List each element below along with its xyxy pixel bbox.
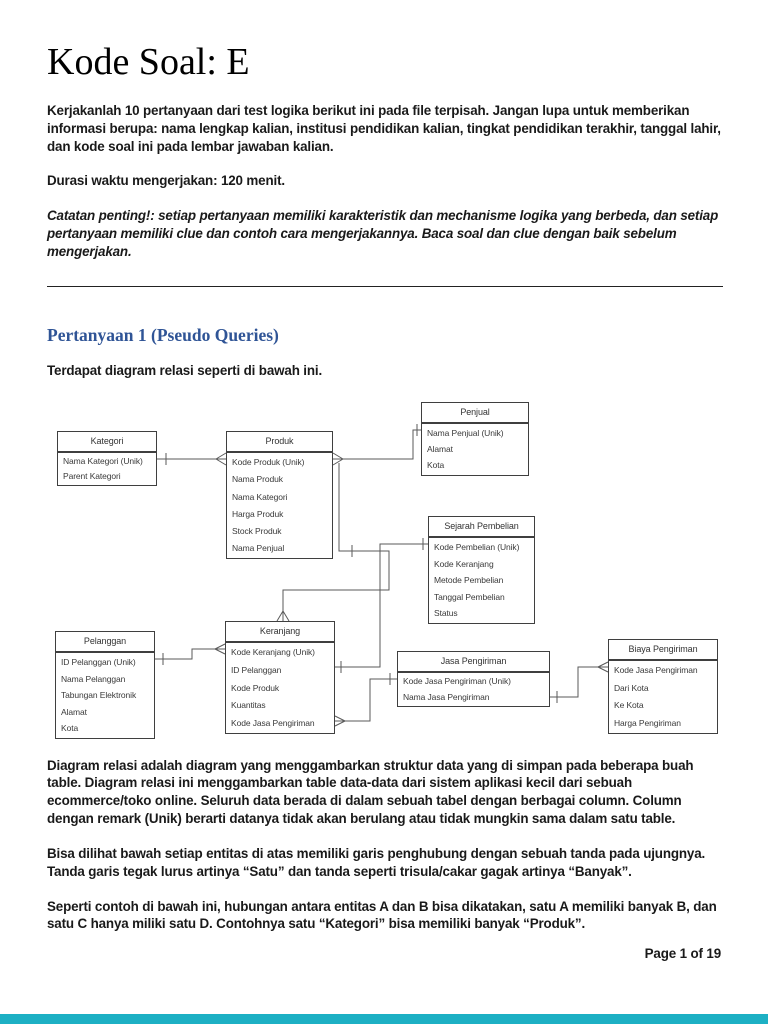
- page-number-label: Page 1 of 19: [644, 946, 722, 961]
- entity-title-jasa-pengiriman: Jasa Pengiriman: [398, 652, 549, 673]
- entity-field: Kode Jasa Pengiriman: [614, 665, 698, 676]
- entity-field: Kota: [61, 723, 79, 734]
- entity-field: Nama Produk: [232, 474, 283, 485]
- horizontal-separator: [47, 285, 723, 287]
- entity-field: Kode Keranjang: [434, 558, 494, 569]
- entity-field: ID Pelanggan (Unik): [61, 656, 136, 667]
- entity-field: Ke Kota: [614, 700, 644, 711]
- entity-field: Nama Kategori: [232, 491, 288, 502]
- entity-field: Stock Produk: [232, 525, 282, 536]
- section-heading: Pertanyaan 1 (Pseudo Queries): [47, 324, 279, 345]
- entity-pelanggan: Pelanggan ID Pelanggan (Unik) Nama Pelangg…: [55, 630, 155, 739]
- entity-title-keranjang: Keranjang: [226, 622, 334, 643]
- entity-field: Kode Keranjang (Unik): [231, 647, 315, 658]
- bottom-progress-bar: [0, 1014, 768, 1024]
- cardinality-explanation-paragraph: Bisa dilihat bawah setiap entitas di ata…: [47, 845, 706, 879]
- entity-field: Kode Produk: [231, 682, 280, 693]
- entity-field: Harga Produk: [232, 508, 284, 519]
- entity-title-pelanggan: Pelanggan: [56, 632, 154, 653]
- entity-field: Alamat: [427, 444, 453, 455]
- entity-title-kategori: Kategori: [58, 432, 156, 453]
- entity-field: Kode Jasa Pengiriman (Unik): [403, 676, 511, 687]
- entity-field: Parent Kategori: [63, 471, 121, 482]
- diagram-lead-paragraph: Terdapat diagram relasi seperti di bawah…: [47, 362, 323, 378]
- entity-field: Dari Kota: [614, 682, 649, 693]
- document-content: Kode Soal: E Kerjakanlah 10 pertanyaan d…: [0, 41, 768, 932]
- entity-fields-kategori: Nama Kategori (Unik) Parent Kategori: [58, 453, 156, 485]
- entity-title-produk: Produk: [227, 432, 332, 453]
- entity-field: Kuantitas: [231, 700, 266, 711]
- example-explanation-paragraph: Seperti contoh di bawah ini, hubungan an…: [47, 898, 717, 932]
- entity-field: Status: [434, 608, 458, 619]
- entity-field: Tanggal Pembelian: [434, 591, 505, 602]
- entity-field: ID Pelanggan: [231, 665, 282, 676]
- entity-title-sejarah-pembelian: Sejarah Pembelian: [429, 517, 534, 538]
- entity-field: Nama Pelanggan: [61, 673, 126, 684]
- entity-field: Tabungan Elektronik: [61, 690, 137, 701]
- entity-field: Kode Pembelian (Unik): [434, 541, 520, 552]
- duration-paragraph: Durasi waktu mengerjakan: 120 menit.: [47, 173, 285, 189]
- entity-field: Kode Jasa Pengiriman: [231, 717, 315, 728]
- entity-field: Harga Pengiriman: [614, 717, 681, 728]
- entity-field: Nama Penjual (Unik): [427, 427, 504, 438]
- entity-field: Nama Jasa Pengiriman: [403, 691, 490, 702]
- entity-fields-jasa-pengiriman: Kode Jasa Pengiriman (Unik) Nama Jasa Pen…: [398, 673, 549, 706]
- intro-paragraph: Kerjakanlah 10 pertanyaan dari test logi…: [47, 103, 721, 154]
- entity-field: Nama Kategori (Unik): [63, 456, 143, 467]
- diagram-explanation-paragraph: Diagram relasi adalah diagram yang mengg…: [47, 757, 694, 827]
- relationship-connectors: [155, 423, 609, 727]
- entity-title-penjual: Penjual: [422, 403, 528, 424]
- entity-field: Metode Pembelian: [434, 575, 504, 586]
- entity-field: Kota: [427, 460, 445, 471]
- document-title: Kode Soal: E: [47, 41, 250, 83]
- entity-field: Kode Produk (Unik): [232, 457, 305, 468]
- important-note-paragraph: Catatan penting!: setiap pertanyaan memi…: [47, 208, 719, 259]
- entity-field: Nama Penjual: [232, 543, 285, 554]
- entity-title-biaya-pengiriman: Biaya Pengiriman: [609, 640, 717, 661]
- entity-field: Alamat: [61, 706, 87, 717]
